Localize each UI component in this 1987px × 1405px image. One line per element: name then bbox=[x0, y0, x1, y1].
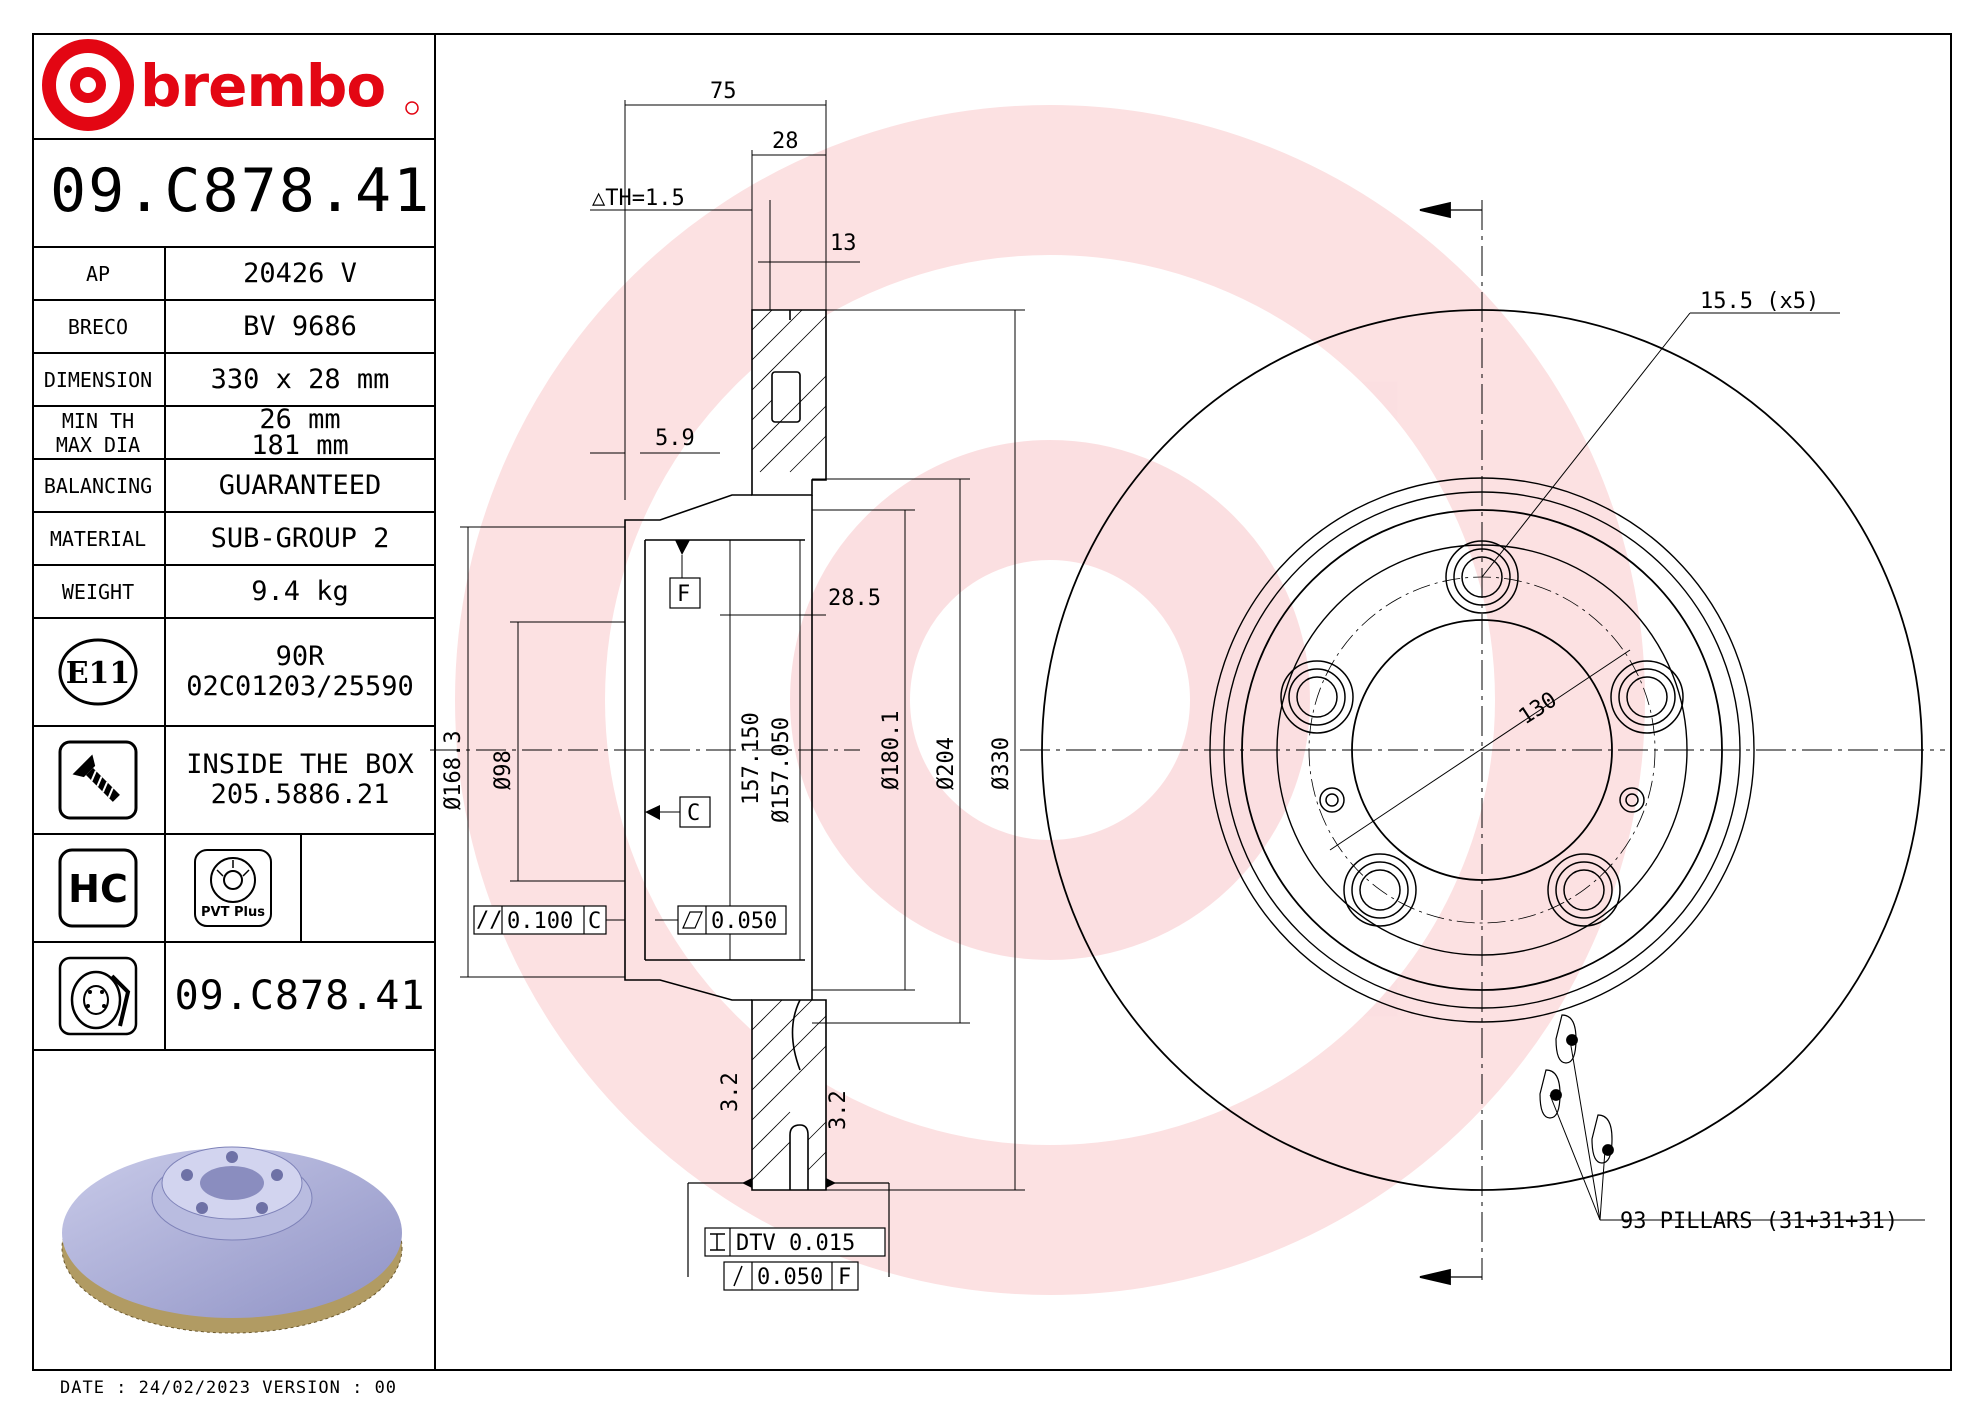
spec-value: SUB-GROUP 2 bbox=[210, 522, 390, 554]
roughness-2: 3.2 bbox=[826, 1090, 851, 1130]
tol-parallel-value: 0.100 bbox=[507, 909, 573, 934]
part-number: 09.C878.41 bbox=[50, 156, 432, 226]
spec-value: GUARANTEED bbox=[218, 469, 382, 501]
brembo-logo: brembo bbox=[42, 39, 419, 131]
runout-ref: F bbox=[838, 1265, 851, 1290]
spec-label: BALANCING bbox=[32, 460, 166, 511]
e11-approval-icon: E11 bbox=[58, 638, 138, 706]
tol-flatness-value: 0.050 bbox=[711, 909, 777, 934]
dim-dia-204: Ø204 bbox=[934, 737, 959, 790]
runout-value: 0.050 bbox=[757, 1265, 823, 1290]
spec-label: BRECO bbox=[32, 301, 166, 352]
dim-dia-330: Ø330 bbox=[989, 737, 1014, 790]
box-line2: 205.5886.21 bbox=[210, 779, 390, 810]
part-number-row: 09.C878.41 bbox=[32, 140, 434, 248]
screw-cell bbox=[32, 727, 166, 833]
approval-line2: 02C01203/25590 bbox=[186, 671, 414, 702]
dtv-icon bbox=[710, 1233, 725, 1251]
spec-label: MATERIAL bbox=[32, 513, 166, 564]
flatness-icon bbox=[682, 911, 703, 929]
approval-row: E11 90R 02C01203/25590 bbox=[32, 619, 434, 727]
approval-mark-cell: E11 bbox=[32, 619, 166, 725]
dimension-lines bbox=[460, 100, 1025, 1191]
spec-row-breco: BRECO BV 9686 bbox=[32, 301, 434, 354]
spec-row-weight: WEIGHT 9.4 kg bbox=[32, 566, 434, 619]
spec-row-dimension: DIMENSION 330 x 28 mm bbox=[32, 354, 434, 407]
brembo-watermark bbox=[455, 105, 1645, 1295]
footer-part-number: 09.C878.41 bbox=[174, 973, 426, 1019]
pvt-cell: PVT Plus bbox=[166, 835, 302, 941]
disc-icon-cell bbox=[32, 943, 166, 1049]
logo-row: brembo bbox=[32, 33, 434, 140]
dim-dia-157-150: 157.150 bbox=[739, 712, 764, 805]
datum-c: C bbox=[687, 801, 700, 826]
spec-row-min-max: MIN TH MAX DIA 26 mm 181 mm bbox=[32, 403, 434, 461]
svg-text:brembo: brembo bbox=[140, 52, 385, 120]
dim-th: △TH=1.5 bbox=[592, 186, 685, 211]
spec-value: 181 mm bbox=[251, 429, 349, 461]
dim-13: 13 bbox=[830, 231, 857, 256]
spec-label: AP bbox=[32, 248, 166, 299]
spec-value: 26 mm bbox=[259, 403, 341, 435]
spec-value: 20426 V bbox=[243, 257, 357, 289]
spec-label: MIN TH bbox=[61, 408, 135, 433]
spec-row-ap: AP 20426 V bbox=[32, 248, 434, 301]
box-value: INSIDE THE BOX 205.5886.21 bbox=[166, 727, 434, 833]
dim-dia-168-3: Ø168.3 bbox=[441, 731, 466, 810]
badge-row: HC PVT Plus bbox=[32, 835, 434, 943]
dim-28-5: 28.5 bbox=[828, 586, 881, 611]
roughness-1: 3.2 bbox=[718, 1072, 743, 1112]
box-line1: INSIDE THE BOX bbox=[186, 749, 414, 780]
datum-f: F bbox=[677, 582, 690, 607]
hc-badge-icon: HC bbox=[58, 848, 138, 928]
screw-icon bbox=[58, 740, 138, 820]
spec-value-pair: 26 mm 181 mm bbox=[166, 403, 434, 461]
brake-disc-icon bbox=[58, 956, 138, 1036]
cross-section bbox=[430, 309, 860, 1191]
dim-28: 28 bbox=[772, 129, 799, 154]
disc-render-image bbox=[61, 1146, 403, 1334]
tol-parallel-ref: C bbox=[588, 909, 601, 934]
title-block: brembo 09.C878.41 AP 20426 V BRECO BV 96… bbox=[32, 33, 436, 1371]
pvt-text: PVT Plus bbox=[201, 905, 265, 920]
spec-row-balancing: BALANCING GUARANTEED bbox=[32, 460, 434, 513]
pvt-plus-icon: PVT Plus bbox=[194, 849, 272, 927]
pcd-label: 130 bbox=[1515, 687, 1562, 730]
approval-line1: 90R bbox=[275, 641, 325, 672]
spec-value: BV 9686 bbox=[243, 310, 357, 342]
footer-pn-row: 09.C878.41 bbox=[32, 943, 434, 1051]
dim-5-9: 5.9 bbox=[655, 426, 695, 451]
tol-parallel-symbol: // bbox=[476, 908, 503, 933]
date-version: DATE : 24/02/2023 VERSION : 00 bbox=[60, 1378, 398, 1398]
runout-icon bbox=[733, 1265, 743, 1287]
dim-75: 75 bbox=[710, 79, 737, 104]
dim-dia-98: Ø98 bbox=[491, 750, 516, 790]
spec-value: 330 x 28 mm bbox=[210, 363, 390, 395]
spec-label-pair: MIN TH MAX DIA bbox=[32, 407, 166, 458]
front-view bbox=[1020, 200, 1945, 1286]
drawing-frame bbox=[32, 33, 1952, 1371]
holes-label: 15.5 (x5) bbox=[1700, 289, 1819, 314]
dtv-value: DTV 0.015 bbox=[736, 1231, 855, 1256]
dim-dia-157-050: Ø157.050 bbox=[769, 717, 794, 823]
spec-row-material: MATERIAL SUB-GROUP 2 bbox=[32, 513, 434, 566]
approval-mark: E11 bbox=[66, 656, 131, 691]
dim-dia-180-1: Ø180.1 bbox=[879, 711, 904, 790]
box-row: INSIDE THE BOX 205.5886.21 bbox=[32, 727, 434, 835]
approval-value: 90R 02C01203/25590 bbox=[166, 619, 434, 725]
spec-label: MAX DIA bbox=[55, 432, 141, 457]
spec-value: 9.4 kg bbox=[251, 575, 349, 607]
pillars-label: 93 PILLARS (31+31+31) bbox=[1620, 1209, 1898, 1234]
hc-text: HC bbox=[68, 867, 128, 911]
spec-label: DIMENSION bbox=[32, 354, 166, 405]
spec-label: WEIGHT bbox=[32, 566, 166, 617]
hc-cell: HC bbox=[32, 835, 166, 941]
